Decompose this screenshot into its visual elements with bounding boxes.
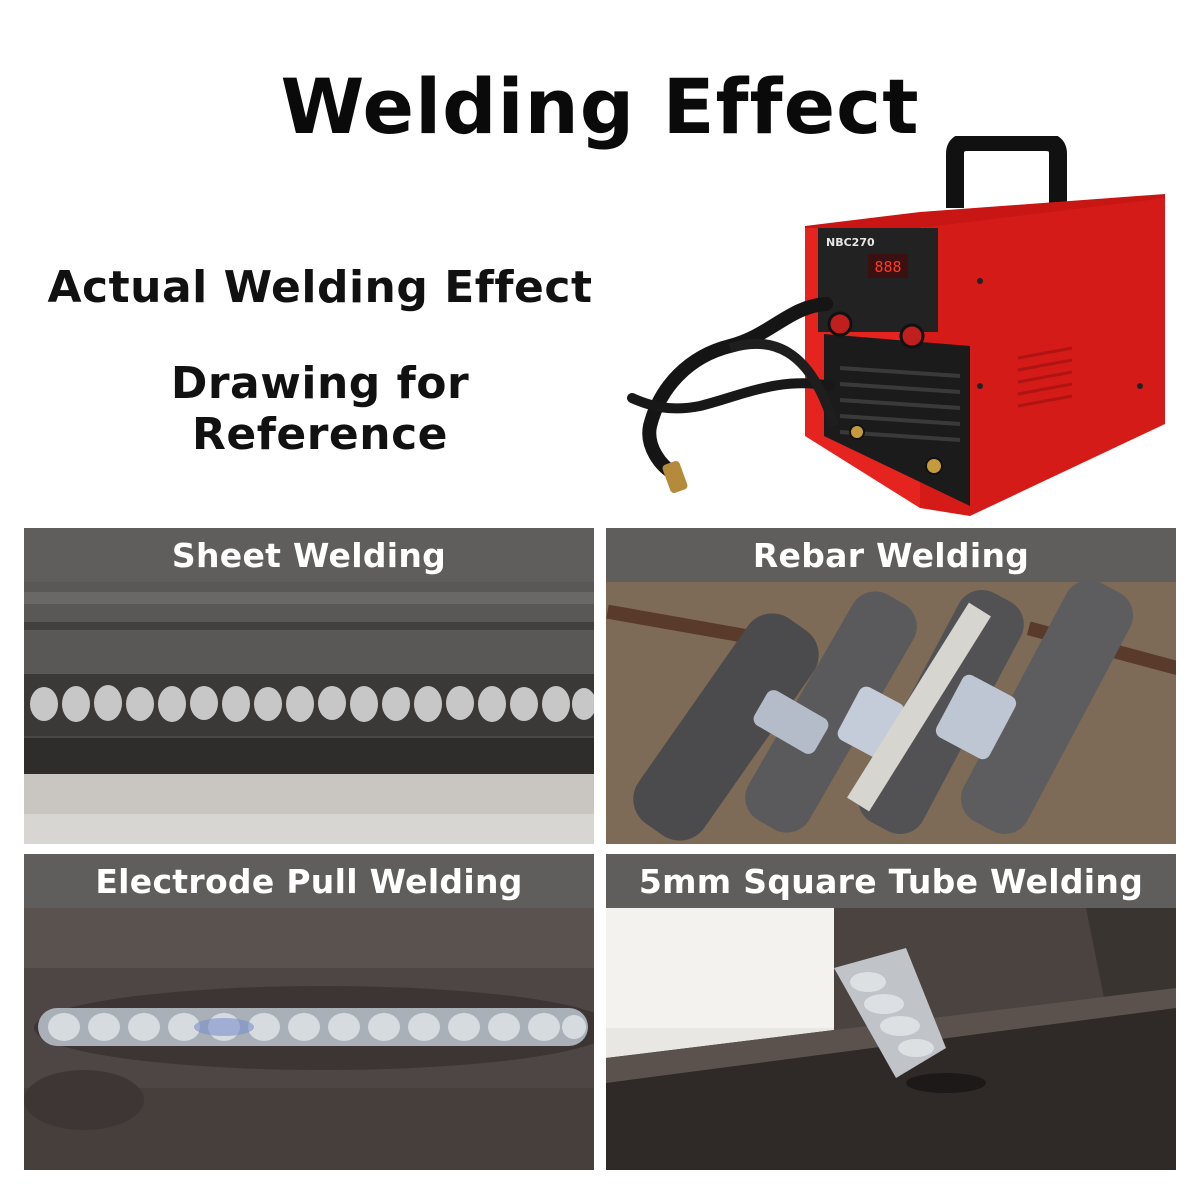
svg-text:888: 888 xyxy=(874,258,901,276)
panel-sheet-welding: Sheet Welding xyxy=(24,528,594,844)
welder-machine-image: 888 NBC270 xyxy=(627,136,1165,516)
panel-label: 5mm Square Tube Welding xyxy=(606,854,1176,908)
square-tube-welding-photo xyxy=(606,908,1176,1170)
machine-model-label: NBC270 xyxy=(826,236,875,249)
panel-electrode-pull-welding: Electrode Pull Welding xyxy=(24,854,594,1170)
rebar-welding-photo xyxy=(606,582,1176,844)
panel-label: Electrode Pull Welding xyxy=(24,854,594,908)
subtitle-actual-effect: Actual Welding Effect xyxy=(47,262,593,313)
sheet-welding-photo xyxy=(24,582,594,844)
panel-square-tube-welding: 5mm Square Tube Welding xyxy=(606,854,1176,1170)
electrode-pull-welding-photo xyxy=(24,908,594,1170)
panel-label: Sheet Welding xyxy=(24,528,594,582)
panel-rebar-welding: Rebar Welding xyxy=(606,528,1176,844)
panel-label: Rebar Welding xyxy=(606,528,1176,582)
subtitle-drawing-reference: Drawing for Reference xyxy=(170,358,470,460)
page-title: Welding Effect xyxy=(280,62,920,151)
